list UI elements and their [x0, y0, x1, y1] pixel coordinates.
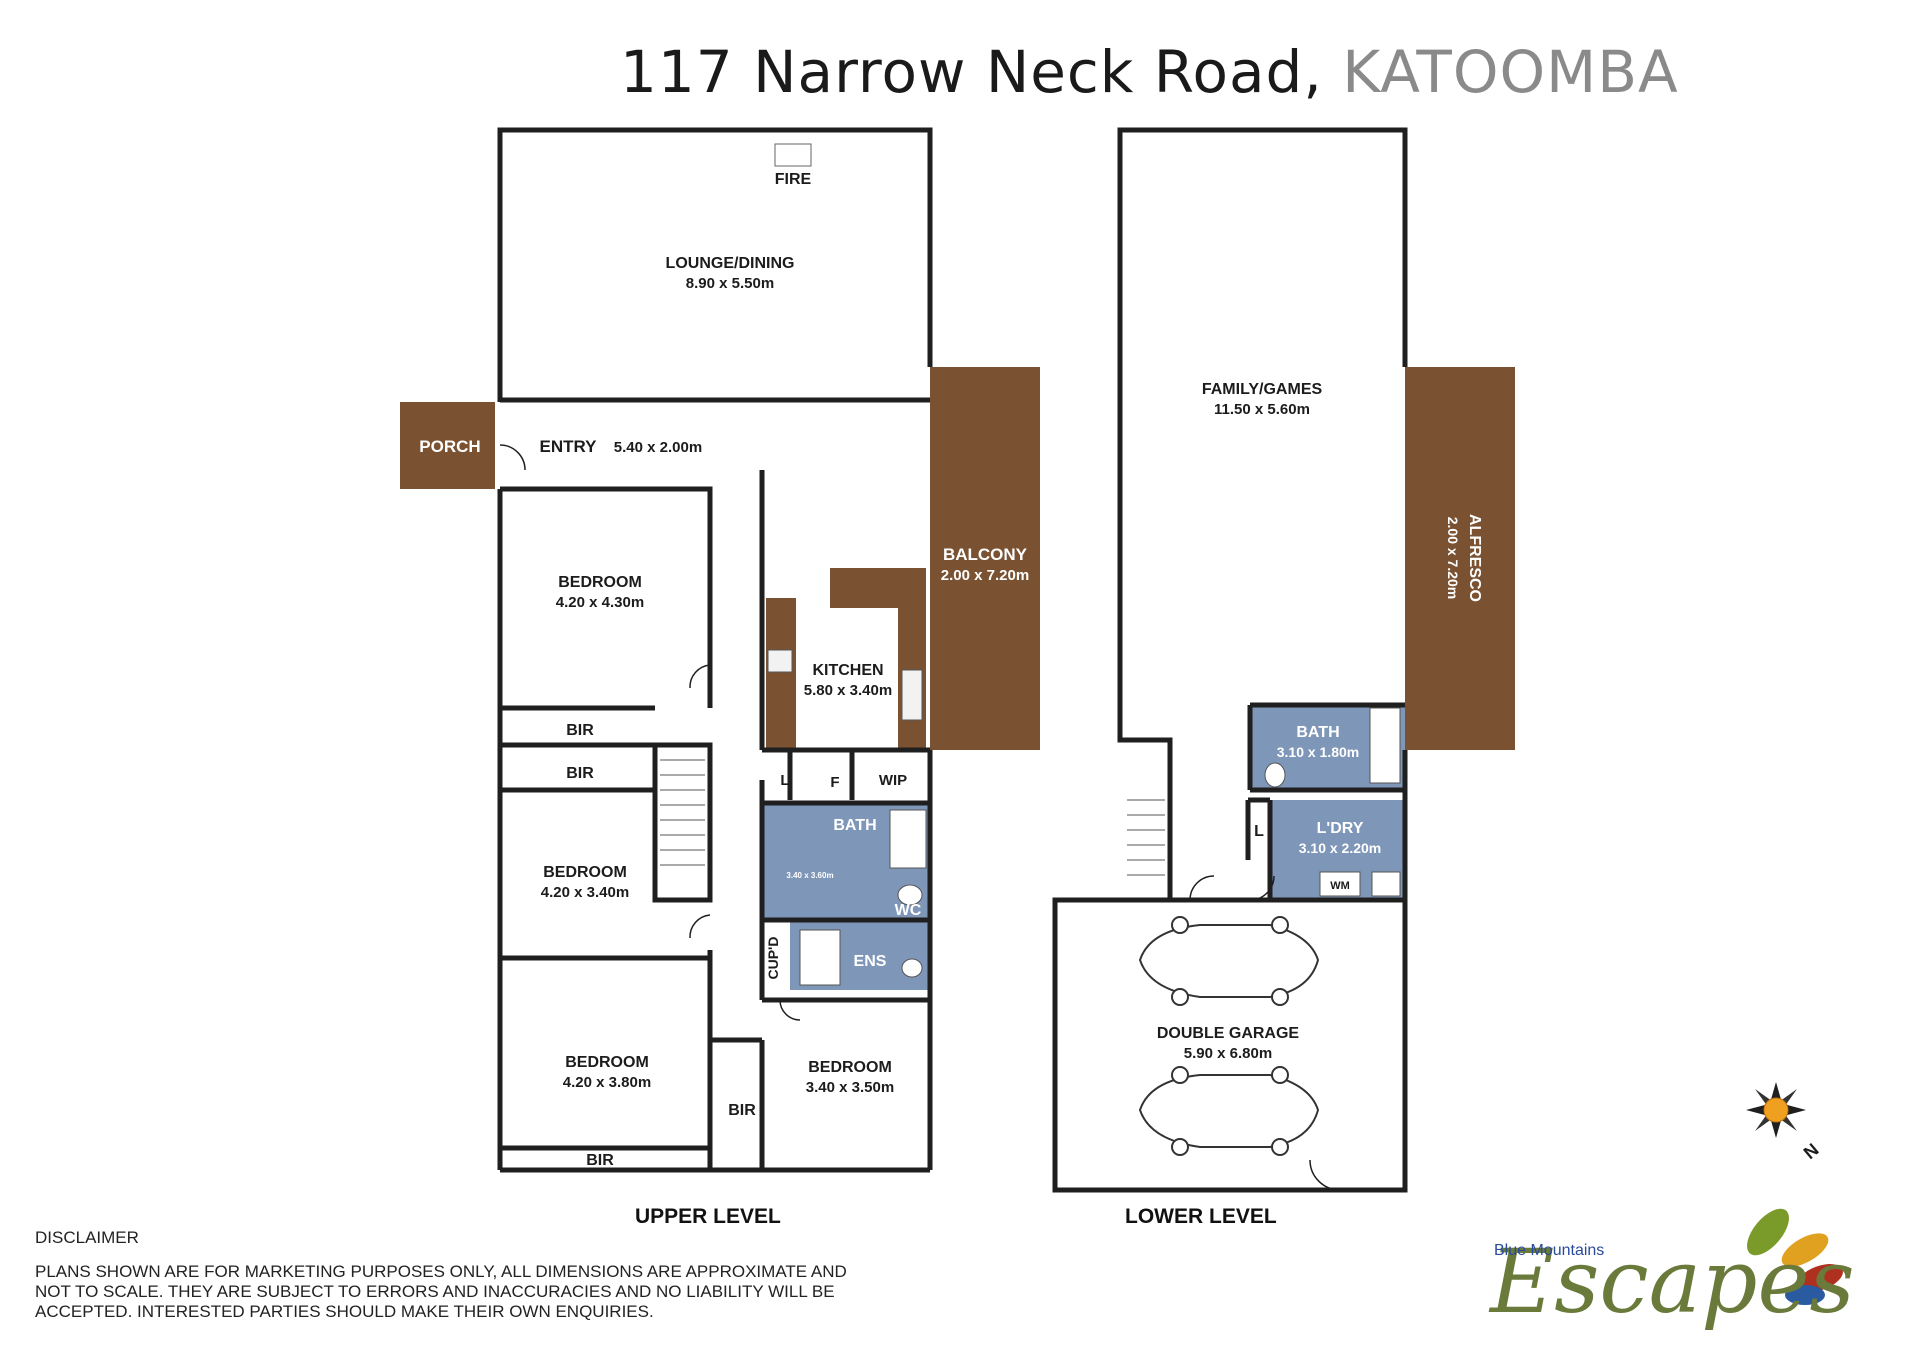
washing-machine-icon [1319, 871, 1361, 897]
bathtub-icon [889, 809, 927, 869]
cupboard-label: CUP'D [765, 937, 781, 980]
bed3-name: BEDROOM [565, 1054, 649, 1071]
fridge-label: F [830, 774, 839, 791]
logo-small-text: Blue Mountains [1494, 1242, 1605, 1259]
wip-label: WIP [879, 772, 907, 789]
laundry-size: 3.10 x 2.20m [1299, 840, 1382, 856]
alfresco-deck [1405, 367, 1515, 750]
linen-label: L [780, 772, 789, 789]
bir2-label: BIR [566, 765, 594, 782]
logo-script: Escapes [1490, 1230, 1855, 1333]
compass-north-label: N [1800, 1139, 1823, 1163]
garage-size: 5.90 x 6.80m [1184, 1045, 1272, 1062]
title-suburb: KATOOMBA [1342, 38, 1679, 106]
lower-toilet-icon [1264, 762, 1286, 788]
upper-level-plan: FIRE LOUNGE/DINING 8.90 x 5.50m PORCH EN… [400, 127, 1040, 1173]
lower-level-caption: LOWER LEVEL [1125, 1205, 1277, 1228]
porch-label: PORCH [419, 437, 480, 456]
kitchen-name: KITCHEN [812, 662, 883, 679]
balcony-deck [930, 367, 1040, 750]
bir3-label: BIR [586, 1152, 614, 1169]
bath-lower-area [764, 845, 852, 920]
upper-level-caption: UPPER LEVEL [635, 1205, 781, 1228]
cooktop-icon [767, 649, 793, 673]
bed2-size: 4.20 x 3.40m [541, 884, 629, 901]
bed4-name: BEDROOM [808, 1059, 892, 1076]
fire-label: FIRE [775, 171, 812, 188]
entry-name: ENTRY [540, 437, 598, 456]
disclaimer-line: PLANS SHOWN ARE FOR MARKETING PURPOSES O… [35, 1262, 847, 1281]
bir1-label: BIR [566, 722, 594, 739]
ens-toilet-icon [901, 958, 923, 978]
balcony-size: 2.00 x 7.20m [941, 567, 1029, 584]
disclaimer-line: NOT TO SCALE. THEY ARE SUBJECT TO ERRORS… [35, 1282, 835, 1301]
bir4-label: BIR [728, 1102, 756, 1119]
wm-label: WM [1330, 880, 1350, 892]
lounge-name: LOUNGE/DINING [666, 255, 795, 272]
lower-linen-label: L [1254, 823, 1264, 840]
lower-bath-size: 3.10 x 1.80m [1277, 744, 1360, 760]
lower-level-plan: FAMILY/GAMES 11.50 x 5.60m ALFRESCO 2.00… [1052, 127, 1515, 1193]
wc-label: WC [895, 902, 922, 919]
entry-size: 5.40 x 2.00m [614, 439, 702, 456]
car-icon-top [1138, 916, 1320, 1006]
car-icon-bottom [1138, 1066, 1320, 1156]
alfresco-size: 2.00 x 7.20m [1445, 517, 1461, 600]
bed3-size: 4.20 x 3.80m [563, 1074, 651, 1091]
logo-leaves-icon [1747, 1208, 1843, 1305]
disclaimer-heading: DISCLAIMER [35, 1228, 139, 1247]
disclaimer-line: ACCEPTED. INTERESTED PARTIES SHOULD MAKE… [35, 1302, 654, 1321]
family-name: FAMILY/GAMES [1202, 381, 1323, 398]
bed1-size: 4.20 x 4.30m [556, 594, 644, 611]
balcony-name: BALCONY [943, 545, 1028, 564]
bed4-size: 3.40 x 3.50m [806, 1079, 894, 1096]
page-title: 117 Narrow Neck Road, KATOOMBA [620, 38, 1679, 106]
compass-icon: N [1746, 1082, 1823, 1163]
shower-icon [799, 929, 841, 986]
lounge-size: 8.90 x 5.50m [686, 275, 774, 292]
fireplace-icon [774, 143, 812, 167]
bath-size: 3.40 x 3.60m [786, 871, 833, 880]
lower-bath-name: BATH [1296, 724, 1339, 741]
kitchen-bench-right [898, 568, 926, 748]
family-size: 11.50 x 5.60m [1214, 401, 1310, 418]
kitchen-bench-left [766, 598, 796, 748]
title-street: 117 Narrow Neck Road, [620, 38, 1323, 106]
alfresco-name: ALFRESCO [1466, 514, 1483, 602]
garage-name: DOUBLE GARAGE [1157, 1025, 1300, 1042]
bed2-name: BEDROOM [543, 864, 627, 881]
bath-label: BATH [833, 817, 876, 834]
porch-deck [400, 402, 495, 489]
laundry-name: L'DRY [1317, 820, 1364, 837]
kitchen-size: 5.80 x 3.40m [804, 682, 892, 699]
laundry-tub-icon [1371, 871, 1401, 897]
bed1-name: BEDROOM [558, 574, 642, 591]
sink-icon [901, 669, 923, 721]
disclaimer: DISCLAIMER PLANS SHOWN ARE FOR MARKETING… [35, 1228, 935, 1322]
ens-label: ENS [854, 953, 887, 970]
lower-bathtub-icon [1369, 707, 1401, 784]
wc-toilet-icon [897, 884, 923, 906]
